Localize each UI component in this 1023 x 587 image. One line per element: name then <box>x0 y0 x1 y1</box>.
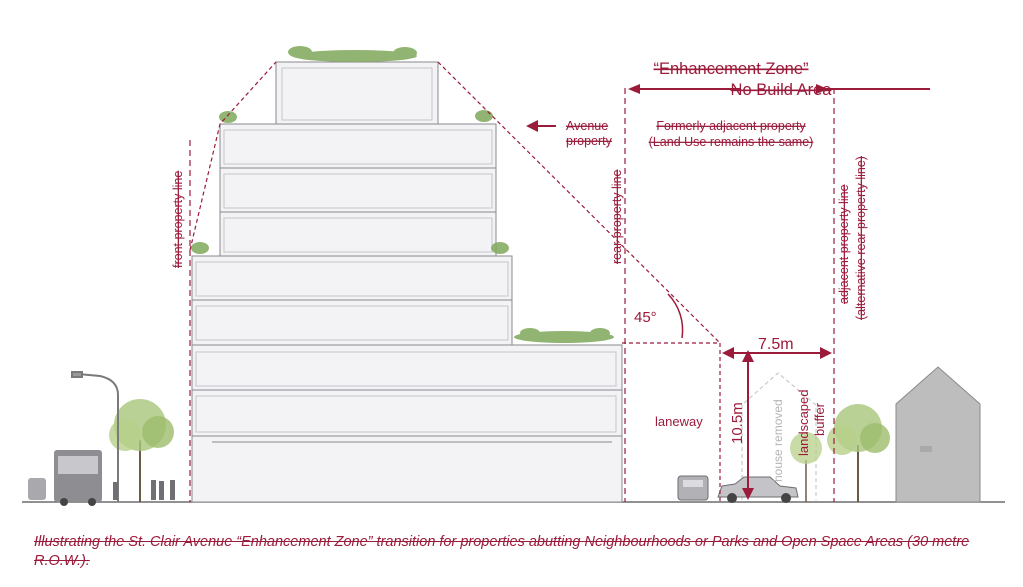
buffer-trees <box>790 404 890 502</box>
landscaped-buffer-label-1: landscaped <box>796 390 811 457</box>
avenue-property-label-2: property <box>566 134 613 148</box>
rear-property-line-label: rear property line <box>610 169 624 264</box>
avenue-arrow <box>526 120 556 132</box>
angle-arc <box>667 293 684 339</box>
adjacent-property-line-label: adjacent property line <box>837 184 851 304</box>
car-icon-left <box>28 478 46 500</box>
width-dimension-label: 7.5m <box>758 336 794 353</box>
formerly-adjacent-label-2: (Land Use remains the same) <box>649 135 814 149</box>
street-tree-left <box>109 399 174 502</box>
front-property-line-label: front property line <box>171 171 185 268</box>
angle-label: 45° <box>634 309 657 326</box>
zone-arrow <box>628 84 930 94</box>
alternative-rear-property-line-label: (alternative rear property line) <box>854 156 868 320</box>
formerly-adjacent-label-1: Formerly adjacent property <box>656 119 806 133</box>
landscaped-buffer-label-2: buffer <box>812 402 827 436</box>
car-icon-parked <box>717 476 799 503</box>
height-dimension-arrow <box>742 350 754 500</box>
house-removed-label: house removed <box>771 399 785 482</box>
street-lamp <box>71 371 119 502</box>
bus-icon <box>54 450 102 506</box>
avenue-property-label-1: Avenue <box>566 119 608 133</box>
zone-title: “Enhancement Zone” <box>653 60 808 78</box>
angular-plane-lines <box>189 61 721 502</box>
pedestrians <box>113 480 175 500</box>
laneway-label: laneway <box>655 414 703 429</box>
neighbourhood-house <box>895 366 981 503</box>
zone-subtitle: No Build Area <box>731 81 833 99</box>
figure-caption: Illustrating the St. Clair Avenue “Enhan… <box>34 534 970 569</box>
width-dimension-arrow <box>722 347 832 359</box>
rooftop-greenery <box>191 46 614 343</box>
property-lines <box>189 88 835 502</box>
height-dimension-label: 10.5m <box>729 402 746 444</box>
car-icon-laneway <box>677 475 709 501</box>
mid-rise-building <box>191 61 623 503</box>
